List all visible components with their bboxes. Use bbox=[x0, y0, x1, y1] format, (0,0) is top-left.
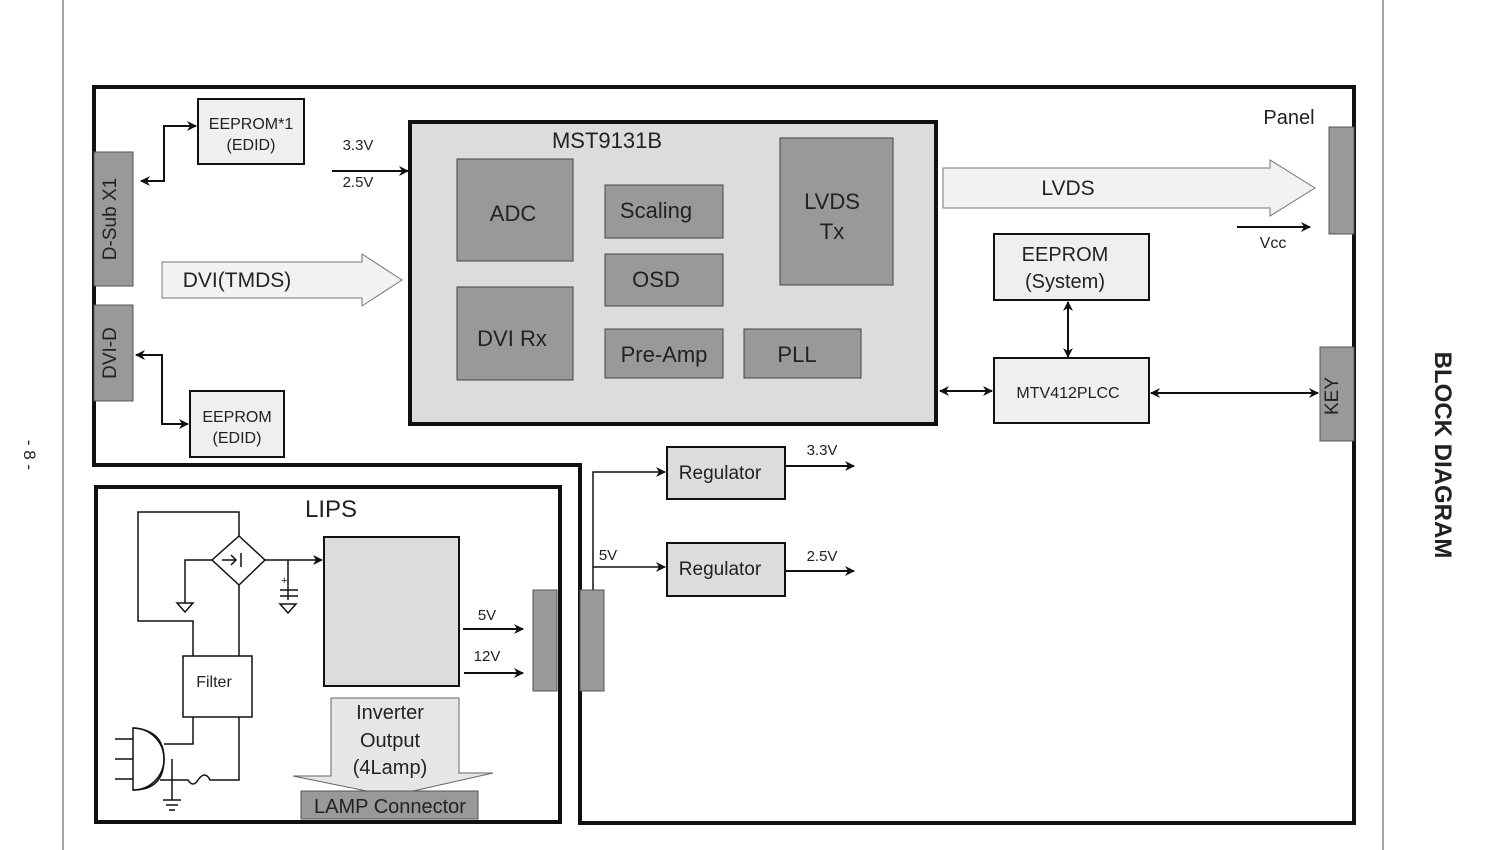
key-connector bbox=[1319, 346, 1355, 442]
mst9131b-label: MST9131B bbox=[552, 128, 662, 153]
panel-label: Panel bbox=[1263, 107, 1314, 129]
regulator-2v5-label: Regulator bbox=[679, 559, 762, 580]
inverter-line2: Output bbox=[360, 730, 420, 752]
dvi-rx-block bbox=[456, 286, 574, 381]
dvi-edid-link bbox=[135, 350, 189, 429]
ac-plug-icon bbox=[115, 717, 240, 811]
osd-block bbox=[604, 253, 724, 307]
dsub-connector bbox=[93, 151, 134, 287]
pll-label: PLL bbox=[777, 342, 816, 367]
lvds-tx-block bbox=[779, 137, 894, 286]
eeprom-dvi-line2: (EDID) bbox=[213, 430, 262, 447]
lvds-tx-line2: Tx bbox=[820, 219, 844, 244]
lips-power-connector bbox=[532, 589, 558, 692]
dvi-d-label: DVI-D bbox=[100, 327, 121, 379]
lips-converter-block bbox=[323, 536, 460, 687]
lvds-label: LVDS bbox=[1041, 177, 1094, 200]
eeprom-dsub-edid-box bbox=[197, 98, 305, 165]
eeprom-system-box bbox=[993, 233, 1150, 301]
page-title: BLOCK DIAGRAM bbox=[1429, 352, 1456, 559]
regulator-2v5-box bbox=[666, 542, 786, 597]
regulator-3v3-label: Regulator bbox=[679, 463, 762, 484]
regulator-2v5-output-label: 2.5V bbox=[807, 548, 838, 565]
pll-block bbox=[743, 328, 862, 379]
mtv412plcc-label: MTV412PLCC bbox=[1016, 385, 1119, 402]
scaling-label: Scaling bbox=[620, 198, 692, 223]
inverter-line1: Inverter bbox=[356, 702, 424, 724]
lips-5v-label: 5V bbox=[478, 607, 496, 624]
lamp-connector-label: LAMP Connector bbox=[314, 796, 466, 818]
eeprom-dsub-line2: (EDID) bbox=[227, 137, 276, 154]
dvi-rx-label: DVI Rx bbox=[477, 326, 547, 351]
adc-block bbox=[456, 158, 574, 262]
dsub-label: D-Sub X1 bbox=[100, 178, 121, 260]
dsub-edid-link bbox=[140, 121, 197, 186]
key-label: KEY bbox=[1322, 377, 1343, 415]
osd-label: OSD bbox=[632, 267, 680, 292]
regulator-3v3-output-label: 3.3V bbox=[807, 442, 838, 459]
eeprom-dvi-edid-box bbox=[189, 390, 285, 458]
diode-icon bbox=[222, 554, 238, 566]
input-2v5-label: 2.5V bbox=[343, 174, 374, 191]
page-number: - 8 - bbox=[20, 440, 39, 470]
board-power-connector bbox=[579, 589, 605, 692]
input-3v3-label: 3.3V bbox=[343, 137, 374, 154]
inverter-line3: (4Lamp) bbox=[353, 757, 427, 779]
dvi-tmds-label: DVI(TMDS) bbox=[183, 269, 292, 292]
capacitor-plus-icon: + bbox=[281, 575, 287, 587]
mtv412plcc-box bbox=[993, 357, 1150, 424]
pre-amp-label: Pre-Amp bbox=[621, 342, 708, 367]
scaling-block bbox=[604, 184, 724, 239]
supply-to-regulator-1 bbox=[592, 467, 666, 591]
lamp-connector bbox=[300, 790, 479, 820]
adc-label: ADC bbox=[490, 201, 537, 226]
inverter-output-arrow bbox=[292, 697, 494, 797]
dvi-d-connector bbox=[93, 304, 134, 402]
main-board-outline bbox=[92, 85, 1356, 825]
filter-box bbox=[182, 655, 253, 718]
eeprom-system-line2: (System) bbox=[1025, 271, 1105, 293]
panel-connector bbox=[1328, 126, 1355, 235]
filter-label: Filter bbox=[196, 674, 232, 691]
lips-12v-label: 12V bbox=[474, 648, 501, 665]
vcc-label: Vcc bbox=[1260, 235, 1287, 252]
lvds-arrow bbox=[942, 159, 1316, 217]
eeprom-system-line1: EEPROM bbox=[1022, 244, 1109, 266]
dvi-tmds-arrow bbox=[161, 253, 403, 307]
eeprom-dsub-line1: EEPROM*1 bbox=[209, 116, 294, 133]
eeprom-dvi-line1: EEPROM bbox=[202, 409, 271, 426]
supply-5v-label: 5V bbox=[599, 547, 617, 564]
regulator-3v3-box bbox=[666, 446, 786, 500]
rectifier-circuit bbox=[137, 511, 323, 656]
lvds-tx-line1: LVDS bbox=[804, 189, 860, 214]
lips-title: LIPS bbox=[305, 496, 357, 523]
pre-amp-block bbox=[604, 328, 724, 379]
lips-board-outline bbox=[94, 485, 562, 824]
